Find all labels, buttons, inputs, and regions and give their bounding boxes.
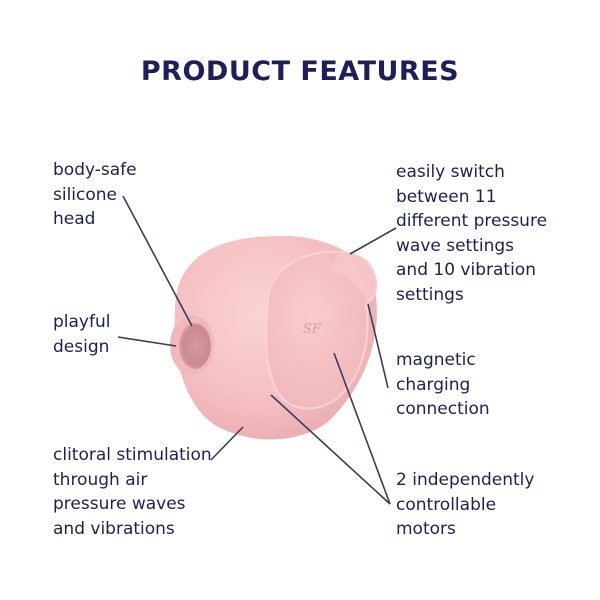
callout-stimulation: clitoral stimulation through air pressur…: [53, 445, 212, 539]
callout-settings: easily switch between 11 different press…: [396, 162, 548, 305]
leader-lines: [117, 195, 397, 505]
leader-line-motor-2: [333, 352, 391, 505]
leader-line-silicone-head: [122, 195, 193, 327]
callout-motors: 2 independently controllable motors: [396, 470, 535, 539]
callout-silicone-head: body-safe silicone head: [53, 160, 137, 229]
leader-line-stimulation: [210, 426, 244, 461]
page-title: PRODUCT FEATURES: [140, 56, 460, 87]
leader-line-charging: [367, 303, 389, 389]
device-body: SF: [170, 235, 378, 440]
leader-line-settings: [349, 227, 397, 255]
leader-line-playful-design: [117, 336, 177, 347]
leader-line-motor-1: [270, 394, 391, 505]
callout-playful-design: playful design: [53, 312, 111, 357]
brand-logo: SF: [303, 322, 322, 337]
callout-charging: magnetic charging connection: [396, 350, 490, 419]
